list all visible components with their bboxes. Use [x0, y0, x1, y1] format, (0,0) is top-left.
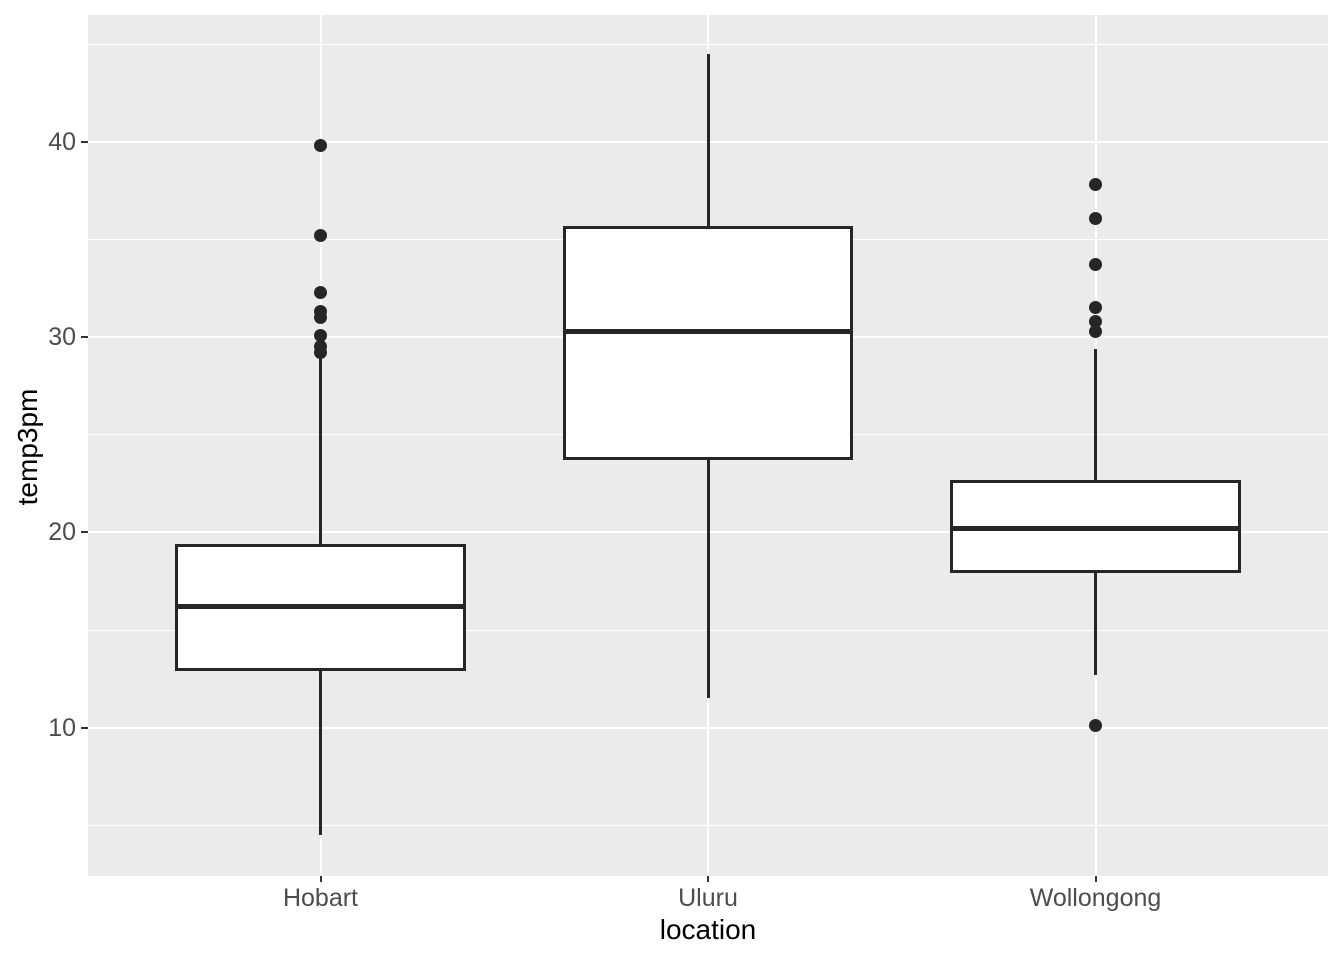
- median-line-wollongong: [953, 525, 1238, 531]
- box-hobart: [175, 544, 466, 671]
- x-axis-tick-label-hobart: Hobart: [282, 884, 359, 912]
- outlier-point-hobart: [314, 139, 327, 153]
- outlier-point-hobart: [314, 229, 327, 243]
- lower-whisker-uluru: [706, 460, 710, 699]
- box-uluru: [562, 225, 854, 461]
- x-axis-tick-uluru: [707, 876, 709, 882]
- y-axis-tick-label-10: 10: [48, 713, 76, 742]
- x-axis-title: location: [659, 914, 757, 945]
- y-axis-tick-20: [81, 531, 88, 534]
- outlier-point-wollongong: [1089, 211, 1102, 225]
- y-axis-tick-30: [81, 336, 88, 339]
- upper-whisker-hobart: [319, 356, 322, 545]
- plot-panel: [88, 15, 1328, 876]
- outlier-point-wollongong: [1089, 315, 1102, 329]
- x-axis-tick-wollongong: [1094, 876, 1097, 882]
- gridline-major-y-10: [88, 726, 1328, 729]
- y-axis-tick-label-30: 30: [48, 323, 76, 352]
- upper-whisker-uluru: [706, 54, 710, 226]
- median-line-uluru: [565, 328, 851, 334]
- upper-whisker-wollongong: [1094, 348, 1097, 480]
- outlier-point-hobart: [314, 305, 327, 319]
- median-line-hobart: [178, 604, 463, 610]
- outlier-point-wollongong: [1089, 719, 1102, 733]
- y-axis-tick-10: [81, 726, 88, 729]
- outlier-point-wollongong: [1089, 258, 1102, 272]
- outlier-point-wollongong: [1089, 301, 1102, 315]
- x-axis-tick-label-uluru: Uluru: [678, 884, 738, 912]
- outlier-point-hobart: [314, 285, 327, 299]
- y-axis-tick-label-20: 20: [48, 518, 76, 547]
- box-wollongong: [950, 479, 1241, 574]
- outlier-point-wollongong: [1089, 324, 1102, 338]
- outlier-point-wollongong: [1089, 178, 1102, 192]
- y-axis-tick-label-40: 40: [48, 127, 76, 156]
- x-axis-tick-hobart: [319, 876, 322, 882]
- y-axis-tick-40: [81, 140, 88, 143]
- lower-whisker-wollongong: [1094, 573, 1097, 675]
- x-axis-tick-label-wollongong: Wollongong: [1029, 884, 1162, 912]
- outlier-point-hobart: [314, 340, 327, 354]
- outlier-point-hobart: [314, 328, 327, 342]
- lower-whisker-hobart: [319, 671, 322, 835]
